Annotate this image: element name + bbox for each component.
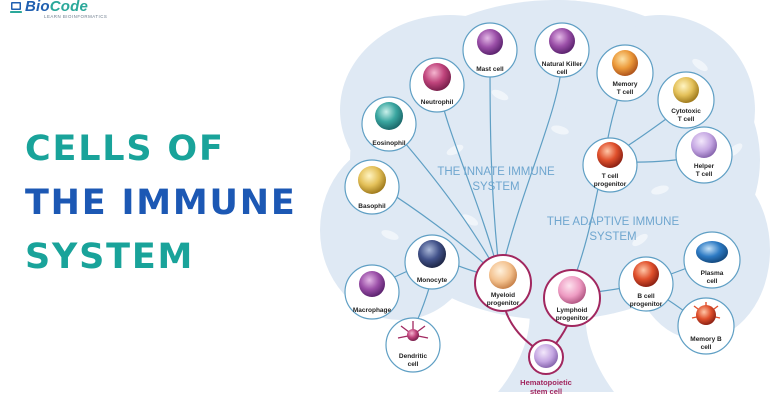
helper-label-line-1: Helper <box>694 163 715 170</box>
stem-cell-icon <box>534 344 558 368</box>
memory-t-label-line-1: Memory <box>613 81 638 88</box>
cell-node-plasma-cell[interactable]: Plasma cell <box>683 231 741 289</box>
cell-node-mast-cell[interactable]: Mast cell <box>462 22 518 78</box>
memory-t-cell-icon <box>612 50 638 76</box>
memory-b-cell-icon <box>691 302 721 325</box>
monocyte-label: Monocyte <box>417 277 448 284</box>
stem-label-line-2: stem cell <box>530 387 562 396</box>
mast-cell-label: Mast cell <box>476 66 504 73</box>
t-prog-label-line-2: progenitor <box>594 181 627 188</box>
adaptive-label-line-2: SYSTEM <box>589 231 636 243</box>
nk-label-line-1: Natural Killer <box>542 61 583 68</box>
section-label-adaptive: THE ADAPTIVE IMMUNE SYSTEM <box>547 216 680 243</box>
logo-name-bio: Bio <box>25 0 50 15</box>
eosinophil-label: Eosinophil <box>372 140 405 147</box>
b-prog-label-line-1: B cell <box>637 293 655 300</box>
cell-node-eosinophil[interactable]: Eosinophil <box>361 96 417 152</box>
section-label-innate: THE INNATE IMMUNE SYSTEM <box>437 166 555 193</box>
headline-line-2: THE IMMUNE <box>25 183 297 223</box>
neutrophil-icon <box>423 63 451 91</box>
cell-node-memory-t-cell[interactable]: Memory T cell <box>596 44 654 102</box>
cell-node-natural-killer-cell[interactable]: Natural Killer cell <box>534 22 590 78</box>
cell-node-dendritic-cell[interactable]: Dendritic cell <box>385 317 441 373</box>
cytotoxic-label-line-2: T cell <box>678 116 695 123</box>
plasma-label-line-2: cell <box>707 278 718 285</box>
monocyte-icon <box>418 240 446 268</box>
macrophage-icon <box>359 271 385 297</box>
memory-b-label-line-1: Memory B <box>690 336 722 343</box>
cell-node-hematopoietic-stem-cell[interactable]: Hematopoietic stem cell <box>520 339 572 396</box>
eosinophil-icon <box>375 102 403 130</box>
logo-tagline: LEARN BIOINFORMATICS <box>44 14 108 19</box>
dendritic-label-line-2: cell <box>408 361 419 368</box>
logo-name-code: Code <box>49 0 89 15</box>
laptop-icon <box>10 2 22 13</box>
innate-label-line-2: SYSTEM <box>472 181 519 193</box>
cytotoxic-label-line-1: Cytotoxic <box>671 108 701 115</box>
nk-label-line-2: cell <box>557 69 568 76</box>
innate-label-line-1: THE INNATE IMMUNE <box>437 166 555 178</box>
page-headline: CELLS OF THE IMMUNE SYSTEM <box>25 122 297 284</box>
plasma-label-line-1: Plasma <box>701 270 724 277</box>
macrophage-label: Macrophage <box>353 307 392 314</box>
stem-label-line-1: Hematopoietic <box>520 378 572 387</box>
t-prog-label-line-1: T cell <box>602 173 619 180</box>
cell-node-t-cell-progenitor[interactable]: T cell progenitor <box>582 137 638 193</box>
helper-t-cell-icon <box>691 132 717 158</box>
cell-node-b-cell-progenitor[interactable]: B cell progenitor <box>618 256 674 312</box>
b-cell-progenitor-icon <box>633 261 659 287</box>
biocode-logo[interactable]: BioCode LEARN BIOINFORMATICS <box>4 0 114 22</box>
mast-cell-icon <box>477 29 503 55</box>
memory-b-label-line-2: cell <box>701 344 712 351</box>
dendritic-label-line-1: Dendritic <box>399 353 428 360</box>
cell-node-monocyte[interactable]: Monocyte <box>404 234 460 290</box>
logo-wordmark: BioCode <box>25 0 88 15</box>
memory-t-label-line-2: T cell <box>617 89 634 96</box>
myeloid-label-line-1: Myeloid <box>491 292 515 299</box>
natural-killer-cell-icon <box>549 28 575 54</box>
cell-node-neutrophil[interactable]: Neutrophil <box>409 57 465 113</box>
lymphoid-label-line-2: progenitor <box>556 315 589 322</box>
cell-node-macrophage[interactable]: Macrophage <box>344 264 400 320</box>
dendritic-cell-icon <box>397 321 429 341</box>
helper-label-line-2: T cell <box>696 171 713 178</box>
basophil-label: Basophil <box>358 203 386 210</box>
headline-line-3: SYSTEM <box>25 237 195 277</box>
cell-node-myeloid-progenitor[interactable]: Myeloid progenitor <box>474 254 532 312</box>
cell-node-lymphoid-progenitor[interactable]: Lymphoid progenitor <box>543 269 601 327</box>
neutrophil-label: Neutrophil <box>421 99 454 106</box>
b-prog-label-line-2: progenitor <box>630 301 663 308</box>
myeloid-progenitor-icon <box>489 261 517 289</box>
cell-node-basophil[interactable]: Basophil <box>344 159 400 215</box>
cell-node-cytotoxic-t-cell[interactable]: Cytotoxic T cell <box>657 71 715 129</box>
lymphoid-label-line-1: Lymphoid <box>557 307 588 314</box>
cell-node-memory-b-cell[interactable]: Memory B cell <box>677 297 735 355</box>
t-cell-progenitor-icon <box>597 142 623 168</box>
headline-line-1: CELLS OF <box>25 129 225 169</box>
adaptive-label-line-1: THE ADAPTIVE IMMUNE <box>547 216 680 228</box>
lymphoid-progenitor-icon <box>558 276 586 304</box>
plasma-cell-icon <box>696 241 728 263</box>
cytotoxic-t-cell-icon <box>673 77 699 103</box>
cell-node-helper-t-cell[interactable]: Helper T cell <box>675 126 733 184</box>
basophil-icon <box>358 166 386 194</box>
myeloid-label-line-2: progenitor <box>487 300 520 307</box>
